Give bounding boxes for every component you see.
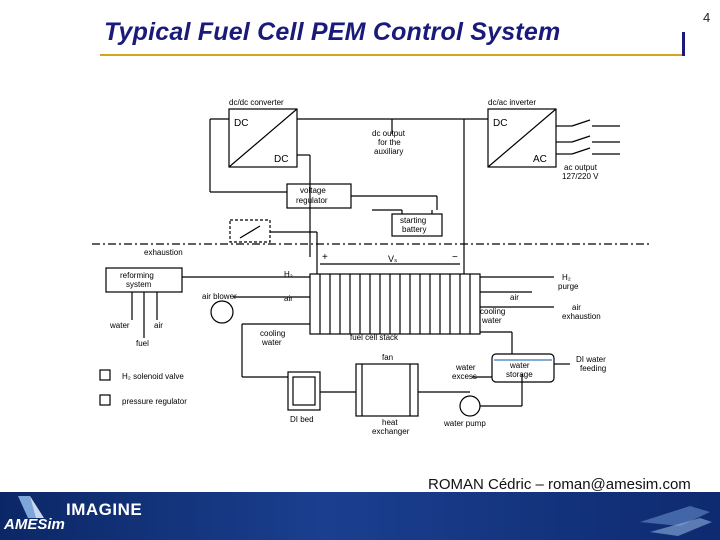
air-blower (210, 300, 234, 324)
cooling-water-out-1: cooling (480, 307, 505, 316)
stack-label: fuel cell stack (350, 333, 399, 342)
dcac-out-label: AC (533, 154, 547, 165)
heat-ex-2: exchanger (372, 427, 410, 436)
dcac-inverter-box (487, 108, 557, 168)
jet-icon (640, 506, 712, 536)
h2-purge-1: H₂ (562, 273, 571, 282)
h2-valve-legend: H₂ solenoid valve (122, 372, 184, 381)
title-bracket (682, 32, 685, 56)
footer-banner: AMESim IMAGINE (0, 492, 720, 540)
minus-sign: − (452, 252, 458, 263)
dcac-in-label: DC (493, 118, 507, 129)
heat-ex-1: heat (382, 418, 398, 427)
dc-output-2: for the (378, 138, 401, 147)
air-out-label: air (510, 293, 519, 302)
amesim-logo-icon (18, 496, 44, 518)
exhaustion-label: exhaustion (144, 248, 183, 257)
imagine-brand: IMAGINE (66, 500, 143, 519)
cooling-water-in-2: water (261, 338, 282, 347)
page-title: Typical Fuel Cell PEM Control System (104, 18, 561, 46)
dcdc-in-label: DC (234, 118, 248, 129)
water-pump (459, 395, 481, 417)
cooling-water-in-1: cooling (260, 329, 285, 338)
dc-output-1: dc output (372, 129, 406, 138)
fuel-cell-stack (309, 273, 481, 335)
di-feed-1: DI water (576, 355, 606, 364)
dcac-title: dc/ac inverter (488, 98, 536, 107)
water-storage-tank (491, 353, 555, 383)
water-excess-2: excess (452, 372, 477, 381)
fan-label: fan (382, 353, 393, 362)
fuel-cell-diagram: dc/dc converter dc/ac inverter DC DC DC … (92, 98, 652, 436)
air-blower-label: air blower (202, 292, 237, 301)
air-exh-1: air (572, 303, 581, 312)
cooling-water-out-2: water (481, 316, 502, 325)
author-credit: ROMAN Cédric – roman@amesim.com (428, 476, 691, 493)
voltage-reg-1: voltage (300, 186, 326, 195)
water-excess-1: water (455, 363, 476, 372)
amesim-brand: AMESim (4, 516, 65, 533)
water-storage-1: water (509, 361, 530, 370)
starting-1: starting (400, 216, 426, 225)
water-pump-label: water pump (443, 419, 486, 428)
di-bed-label: DI bed (290, 415, 314, 424)
voltage-reg-2: regulator (296, 196, 328, 205)
air-label: air (154, 321, 163, 330)
ac-output-2: 127/220 V (562, 172, 599, 181)
air-stack-label: air (284, 294, 293, 303)
reforming-2: system (126, 280, 152, 289)
dcdc-out-label: DC (274, 154, 288, 165)
heat-exchanger (355, 363, 419, 417)
dcdc-converter-box (228, 108, 298, 168)
vs-label: Vₛ (388, 254, 397, 264)
dc-output-3: auxiliary (374, 147, 403, 156)
fuel-label: fuel (136, 339, 149, 348)
ac-output-1: ac output (564, 163, 598, 172)
page-number: 4 (703, 10, 711, 25)
starting-2: battery (402, 225, 426, 234)
air-exh-2: exhaustion (562, 312, 601, 321)
water-label: water (109, 321, 130, 330)
starting-battery-box (391, 213, 443, 237)
dcdc-title: dc/dc converter (229, 98, 284, 107)
pressure-reg-legend: pressure regulator (122, 397, 187, 406)
water-storage-2: storage (506, 370, 533, 379)
di-feed-2: feeding (580, 364, 606, 373)
h2-purge-2: purge (558, 282, 579, 291)
h2-label: H₂ (284, 270, 293, 279)
plus-sign: + (322, 252, 328, 263)
title-underline (100, 54, 684, 56)
reforming-1: reforming (120, 271, 154, 280)
di-bed (287, 371, 321, 411)
